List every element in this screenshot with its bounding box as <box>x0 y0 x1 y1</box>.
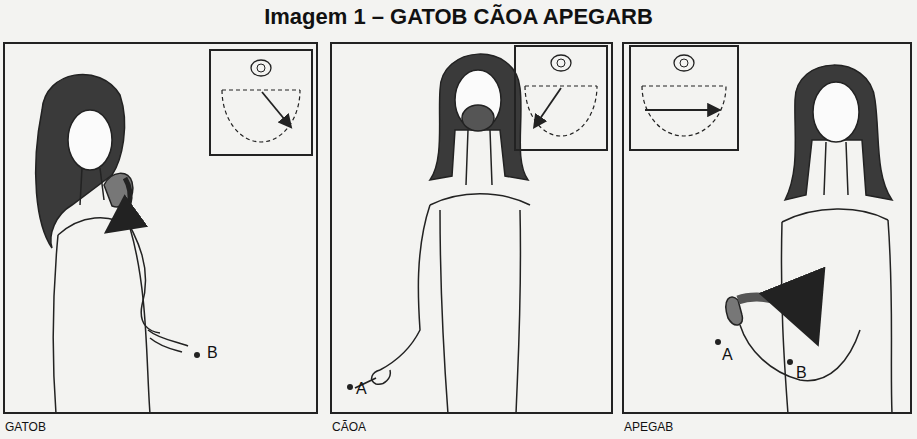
drawing-stroke <box>462 105 494 131</box>
panel-caption: GATOB <box>5 420 46 434</box>
locus-dot <box>347 384 353 390</box>
drawing-stroke <box>430 194 530 205</box>
drawing-stroke <box>148 330 188 352</box>
drawing-stroke <box>455 70 501 130</box>
drawing-stroke <box>251 60 271 76</box>
locus-dot <box>787 359 793 365</box>
drawing-stroke <box>80 168 104 205</box>
sign-panel: BGATOB <box>3 42 318 414</box>
drawing-stroke <box>645 109 718 111</box>
drawing-stroke <box>630 46 738 150</box>
drawing-stroke <box>738 297 812 330</box>
figure-title: Imagem 1 – GATOB CÃOA APEGARB <box>0 4 917 30</box>
drawing-stroke <box>557 59 565 67</box>
drawing-stroke <box>813 82 859 142</box>
drawing-stroke <box>262 92 290 126</box>
panel-caption: CÃOA <box>332 420 366 434</box>
locus-dot <box>715 339 721 345</box>
sign-panel: ACÃOA <box>330 42 613 414</box>
drawing-stroke <box>782 209 888 222</box>
locus-dot <box>194 352 200 358</box>
drawing-stroke <box>515 46 607 150</box>
drawing-stroke <box>210 50 312 155</box>
woman-pegar <box>726 65 892 414</box>
drawing-stroke <box>112 178 130 228</box>
locus-letter: A <box>356 380 367 398</box>
drawing-stroke <box>551 55 571 71</box>
drawing-stroke <box>785 65 892 200</box>
panel-caption: APEGAB <box>624 420 673 434</box>
drawing-stroke <box>53 235 58 414</box>
drawing-stroke <box>680 59 688 67</box>
drawing-stroke <box>525 86 597 136</box>
drawing-stroke <box>535 88 561 126</box>
woman-cao <box>355 54 530 414</box>
sign-panel: ABAPEGAB <box>622 42 912 414</box>
drawing-stroke <box>118 206 160 333</box>
direction-inset <box>515 46 607 150</box>
drawing-stroke <box>222 90 300 142</box>
drawing-stroke <box>372 370 391 384</box>
locus-letter: A <box>722 346 733 364</box>
drawing-stroke <box>430 54 528 180</box>
drawing-stroke <box>380 205 430 370</box>
drawing-stroke <box>68 110 112 170</box>
drawing-stroke <box>440 210 521 414</box>
drawing-stroke <box>130 228 150 414</box>
direction-inset <box>210 50 312 155</box>
woman-gato <box>36 74 188 414</box>
direction-inset <box>630 46 738 150</box>
drawing-stroke <box>257 64 265 72</box>
drawing-stroke <box>466 130 492 185</box>
drawing-stroke <box>824 142 848 195</box>
drawing-stroke <box>674 55 694 71</box>
locus-letter: B <box>207 344 218 362</box>
drawing-stroke <box>642 86 726 136</box>
locus-letter: B <box>796 364 807 382</box>
